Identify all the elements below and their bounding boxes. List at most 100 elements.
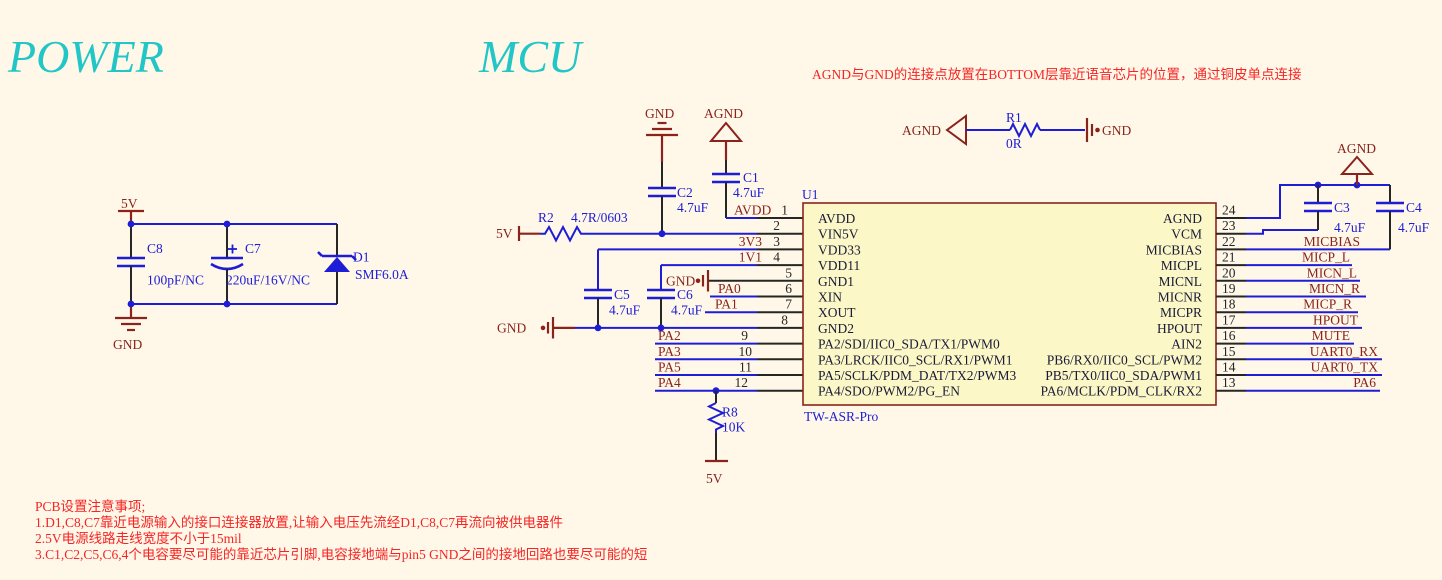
r2-value[interactable]: 4.7R/0603 <box>571 210 628 225</box>
left-net-wires[interactable] <box>575 217 803 395</box>
c5-value[interactable]: 4.7uF <box>609 303 641 318</box>
gnd-port-label[interactable]: GND <box>1102 123 1131 138</box>
c7-value[interactable]: 220uF/16V/NC <box>226 273 310 288</box>
gnd-port-label[interactable]: GND <box>666 274 695 289</box>
c5-ref[interactable]: C5 <box>614 287 630 302</box>
net-label-pa4[interactable]: PA4 <box>658 375 681 390</box>
r1-value[interactable]: 0R <box>1006 136 1022 151</box>
c4-capacitor[interactable]: C4 4.7uF <box>1376 185 1430 250</box>
r1-ref[interactable]: R1 <box>1006 110 1022 125</box>
gnd-port-label[interactable]: GND <box>645 106 674 121</box>
net-label-uart0-tx[interactable]: UART0_TX <box>1311 360 1379 375</box>
net-label-pa3[interactable]: PA3 <box>658 344 681 359</box>
agnd-port-label[interactable]: AGND <box>902 123 941 138</box>
net-label-pa2[interactable]: PA2 <box>658 328 681 343</box>
c1-capacitor[interactable]: C1 4.7uF <box>712 160 765 218</box>
c6-capacitor[interactable]: C6 4.7uF <box>647 265 703 328</box>
net-label-1v1[interactable]: 1V1 <box>739 250 762 265</box>
power-circuit[interactable]: 5V C8 100pF/NC C7 220uF/16V/NC <box>113 196 409 352</box>
c7-ref[interactable]: C7 <box>245 241 261 256</box>
net-label-hpout[interactable]: HPOUT <box>1313 312 1359 327</box>
top-gnd-port[interactable]: GND <box>645 106 678 162</box>
5v-port-label[interactable]: 5V <box>706 471 723 486</box>
right-agnd-port[interactable]: AGND <box>1337 141 1376 185</box>
power-section-title[interactable]: POWER <box>7 31 164 82</box>
c6-value[interactable]: 4.7uF <box>671 303 703 318</box>
left-5v-port[interactable]: 5V <box>496 226 540 241</box>
pin8-gnd-port[interactable]: GND <box>497 317 575 339</box>
pin-name: AGND <box>1163 211 1202 226</box>
mcu-section-title[interactable]: MCU <box>478 31 584 82</box>
power-5v-port[interactable]: 5V <box>118 196 144 224</box>
pin-number: 7 <box>785 297 792 312</box>
pcb-notes[interactable]: PCB设置注意事项; 1.D1,C8,C7靠近电源输入的接口连接器放置,让输入电… <box>35 498 647 562</box>
c5-capacitor[interactable]: C5 4.7uF <box>584 249 641 328</box>
r8-ref[interactable]: R8 <box>722 405 738 420</box>
r2-ref[interactable]: R2 <box>538 210 554 225</box>
net-label-pa0[interactable]: PA0 <box>718 281 741 296</box>
power-gnd-port[interactable]: GND <box>113 304 147 352</box>
gnd-port-label[interactable]: GND <box>497 321 526 336</box>
d1-value[interactable]: SMF6.0A <box>355 267 409 282</box>
agnd-port-label[interactable]: AGND <box>704 106 743 121</box>
r8-resistor[interactable]: R8 10K <box>706 390 746 461</box>
u1-value[interactable]: TW-ASR-Pro <box>804 409 879 424</box>
c3-ref[interactable]: C3 <box>1334 200 1350 215</box>
right-net-wires[interactable] <box>1246 181 1390 392</box>
net-label-uart0-rx[interactable]: UART0_RX <box>1310 344 1378 359</box>
c6-ref[interactable]: C6 <box>677 287 693 302</box>
r8-value[interactable]: 10K <box>722 420 746 435</box>
net-label-micn-l[interactable]: MICN_L <box>1307 265 1357 280</box>
pin5-gnd-port[interactable]: GND <box>666 270 710 292</box>
net-label-mute[interactable]: MUTE <box>1312 328 1350 343</box>
right-net-labels[interactable]: MICBIAS MICP_L MICN_L MICN_R MICP_R HPOU… <box>1302 234 1378 390</box>
pin-name: MICPR <box>1160 305 1202 320</box>
bottom-5v-port[interactable]: 5V <box>705 459 728 486</box>
c4-value[interactable]: 4.7uF <box>1398 220 1430 235</box>
c8-value[interactable]: 100pF/NC <box>147 273 204 288</box>
net-label-micp-r[interactable]: MICP_R <box>1303 297 1352 312</box>
pcb-note-line[interactable]: 1.D1,C8,C7靠近电源输入的接口连接器放置,让输入电压先流经D1,C8,C… <box>35 514 563 530</box>
bridge-gnd-port[interactable]: GND <box>1085 118 1131 142</box>
c8-ref[interactable]: C8 <box>147 241 163 256</box>
net-label-micn-r[interactable]: MICN_R <box>1309 281 1360 296</box>
c1-ref[interactable]: C1 <box>743 170 759 185</box>
u1-ref[interactable]: U1 <box>802 187 819 202</box>
agnd-port-label[interactable]: AGND <box>1337 141 1376 156</box>
pcb-note-line[interactable]: PCB设置注意事项; <box>35 498 145 514</box>
net-label-micbias[interactable]: MICBIAS <box>1304 234 1360 249</box>
net-label-pa6[interactable]: PA6 <box>1353 375 1376 390</box>
r1-resistor[interactable]: R1 0R <box>1006 110 1041 151</box>
net-label-micp-l[interactable]: MICP_L <box>1302 250 1350 265</box>
c8-capacitor[interactable]: C8 100pF/NC <box>117 224 204 304</box>
left-net-labels[interactable]: AVDD 3V3 1V1 PA0 PA1 PA2 PA3 PA5 PA4 <box>658 203 772 391</box>
top-agnd-port[interactable]: AGND <box>704 106 743 160</box>
d1-ref[interactable]: D1 <box>353 250 370 265</box>
mcu-circuit[interactable]: GND C2 4.7uF AGND C1 4.7uF <box>496 106 1430 486</box>
agnd-note[interactable]: AGND与GND的连接点放置在BOTTOM层靠近语音芯片的位置，通过铜皮单点连接 <box>812 66 1302 82</box>
pcb-note-line[interactable]: 2.5V电源线路走线宽度不小于15mil <box>35 530 242 546</box>
c3-capacitor[interactable]: C3 4.7uF <box>1304 185 1366 235</box>
5v-port-label[interactable]: 5V <box>496 226 513 241</box>
gnd-port-label[interactable]: GND <box>113 337 142 352</box>
c1-value[interactable]: 4.7uF <box>733 185 765 200</box>
agnd-port-arrow[interactable] <box>945 114 967 146</box>
net-label-pa5[interactable]: PA5 <box>658 360 681 375</box>
r2-resistor[interactable]: R2 4.7R/0603 <box>538 210 628 243</box>
agnd-gnd-bridge[interactable]: AGND R1 0R GND <box>902 110 1131 151</box>
net-label-3v3[interactable]: 3V3 <box>739 234 762 249</box>
pin-name: VCM <box>1171 227 1202 242</box>
5v-port-label[interactable]: 5V <box>121 196 138 211</box>
net-label-pa1[interactable]: PA1 <box>715 297 738 312</box>
c2-ref[interactable]: C2 <box>677 185 693 200</box>
c3-value[interactable]: 4.7uF <box>1334 220 1366 235</box>
c2-value[interactable]: 4.7uF <box>677 200 709 215</box>
c7-capacitor[interactable]: C7 220uF/16V/NC <box>210 224 310 304</box>
d1-tvs-diode[interactable]: D1 SMF6.0A <box>317 224 409 304</box>
net-label-avdd[interactable]: AVDD <box>734 203 772 218</box>
u1-chip[interactable]: U1 TW-ASR-Pro AVDD VIN5V VDD33 VDD11 GND… <box>735 187 1236 424</box>
c4-ref[interactable]: C4 <box>1406 200 1422 215</box>
c2-capacitor[interactable]: C2 4.7uF <box>648 162 709 234</box>
pcb-note-line[interactable]: 3.C1,C2,C5,C6,4个电容要尽可能的靠近芯片引脚,电容接地端与pin5… <box>35 546 647 562</box>
